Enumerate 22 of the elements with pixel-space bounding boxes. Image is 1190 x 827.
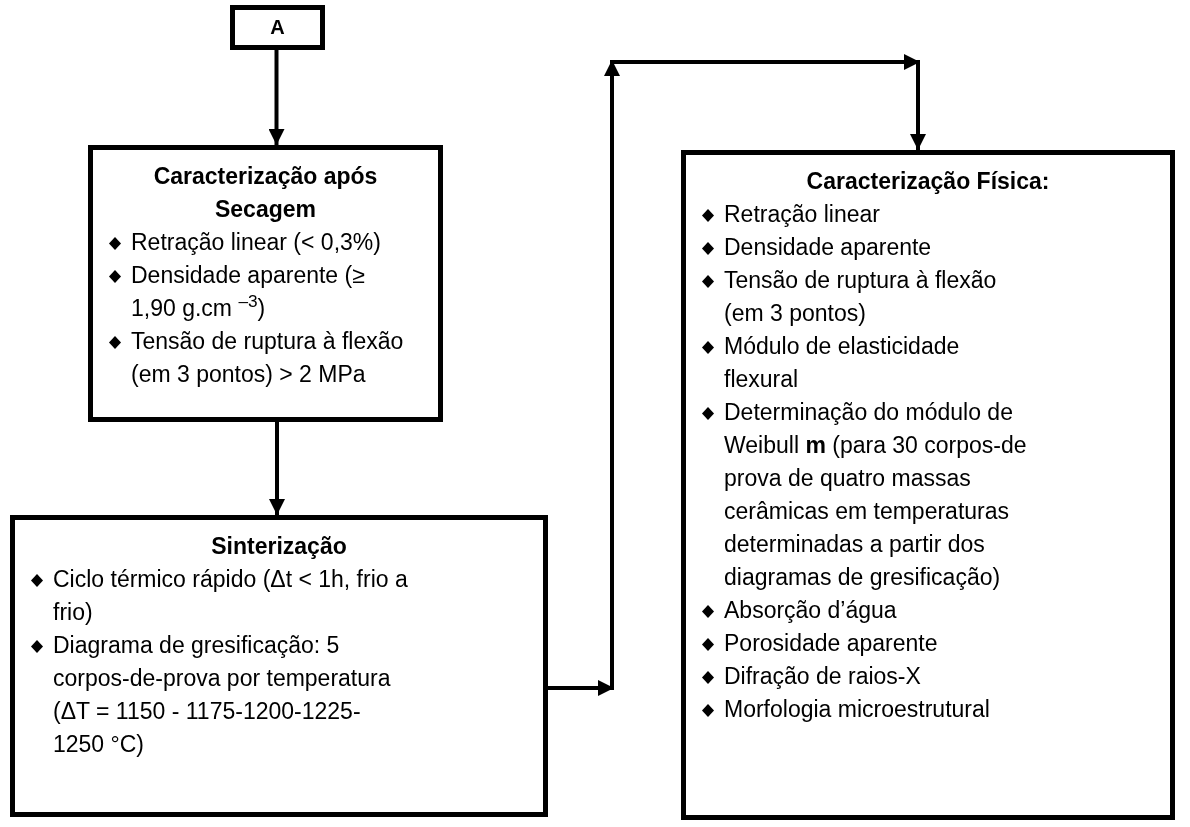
box-heading: Caracterização após Secagem [152, 162, 379, 224]
list-item: Densidade aparente (≥ 1,90 g.cm $^{–3}$) [131, 261, 366, 323]
box-heading: A [269, 15, 286, 40]
process-box [88, 145, 443, 422]
list-item: Módulo de elasticidade flexural [724, 332, 961, 394]
process-box [230, 5, 325, 50]
list-item: Retração linear [724, 200, 881, 229]
list-item: Difração de raios-X [724, 662, 922, 691]
list-item: Densidade aparente [724, 233, 933, 262]
list-item: Tensão de ruptura à flexão (em 3 pontos) [724, 266, 998, 328]
list-item: Determinação do módulo de Weibull m (para 30 corpos-de prova de quatro massas cerâmicas em temperaturas determinadas a partir dos diagramas de gresificação) [724, 398, 1028, 592]
list-item: Morfologia microestrutural [724, 695, 991, 724]
box-heading: Caracterização Física: [805, 167, 1051, 196]
box-heading: Sinterização [210, 532, 348, 561]
list-item: Diagrama de gresificação: 5 corpos-de-prova por temperatura (ΔT = 1150 - 1175-1200-1225-1250 °C) [53, 631, 392, 759]
list-item: Porosidade aparente [724, 629, 939, 658]
process-box [681, 150, 1175, 820]
list-item: Retração linear (< 0,3%) [131, 228, 382, 257]
list-item: Ciclo térmico rápido (Δt < 1h, frio a frio) [53, 565, 409, 627]
process-box [10, 515, 548, 817]
list-item: Absorção d’água [724, 596, 898, 625]
list-item: Tensão de ruptura à flexão (em 3 pontos) > 2 MPa [131, 327, 405, 389]
